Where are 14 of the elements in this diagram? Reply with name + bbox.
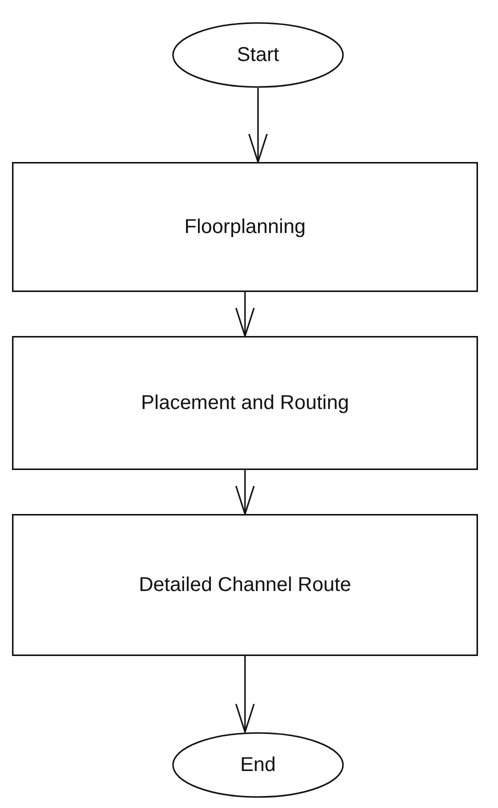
arrow xyxy=(235,470,255,515)
arrow xyxy=(235,656,255,733)
node-label: Detailed Channel Route xyxy=(138,574,352,596)
process-box xyxy=(12,514,478,656)
process-box xyxy=(12,336,478,470)
arrow xyxy=(248,88,268,163)
terminal-ellipse xyxy=(172,732,344,798)
process-box xyxy=(12,162,478,292)
node-label: Floorplanning xyxy=(184,216,306,238)
arrow xyxy=(235,292,255,337)
node-label: Start xyxy=(236,44,280,66)
terminal-ellipse xyxy=(172,22,344,88)
node-label: Placement and Routing xyxy=(141,392,349,414)
node-label: End xyxy=(240,754,276,776)
